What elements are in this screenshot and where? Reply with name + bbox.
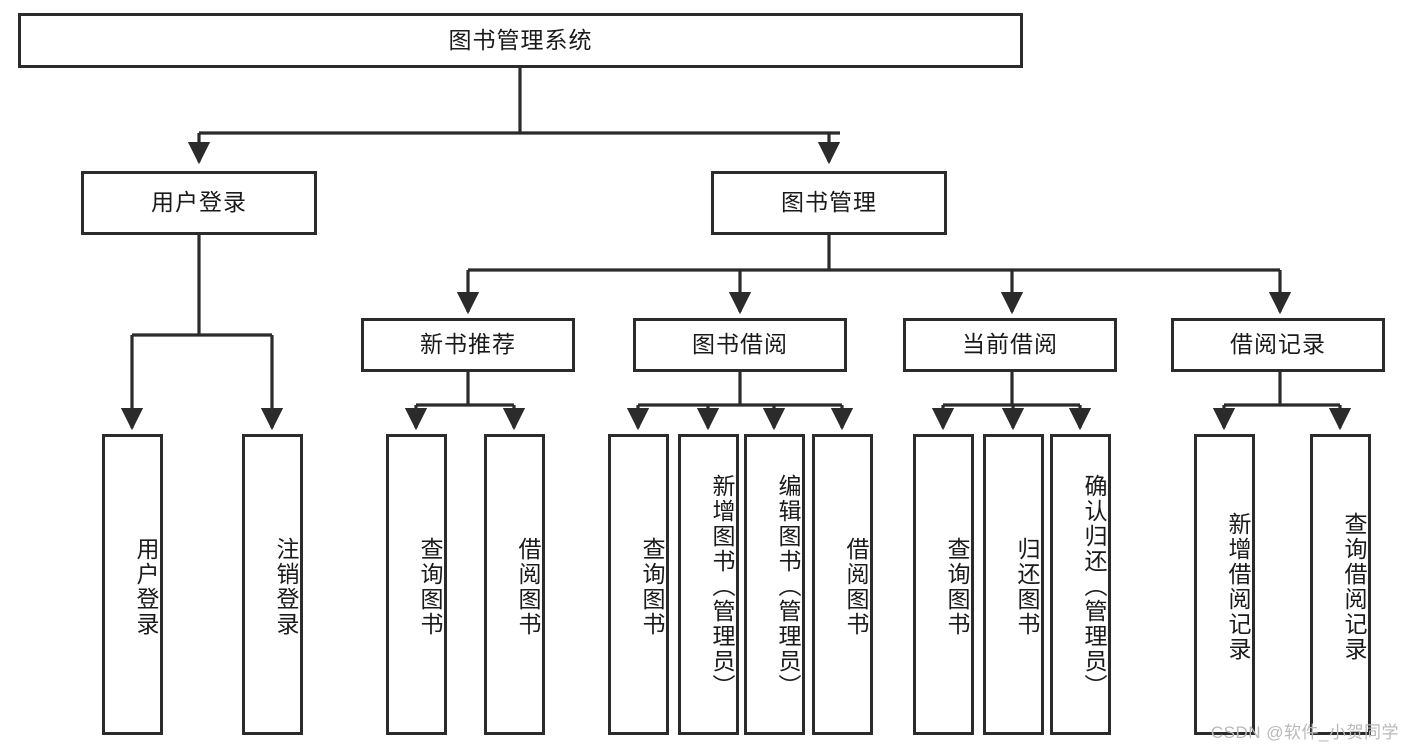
node-borrowing-records[interactable]: 借阅记录 (1171, 318, 1385, 372)
node-label: 新增借阅记录 (1225, 511, 1251, 662)
node-label: 用户登录 (151, 189, 247, 216)
node-leaf-query-borrow-record[interactable]: 查询借阅记录 (1310, 434, 1371, 735)
node-label: 确认归还（管理员） (1081, 474, 1107, 699)
node-label: 借阅图书 (843, 536, 869, 637)
node-label: 图书借阅 (692, 331, 788, 358)
node-label: 查询借阅记录 (1341, 511, 1367, 662)
node-label: 新书推荐 (420, 331, 516, 358)
node-label: 归还图书 (1014, 536, 1040, 637)
node-current-borrowing[interactable]: 当前借阅 (903, 318, 1117, 372)
node-label: 查询图书 (944, 536, 970, 637)
node-root-book-management-system[interactable]: 图书管理系统 (18, 13, 1023, 68)
node-label: 图书管理 (781, 189, 877, 216)
node-user-login[interactable]: 用户登录 (81, 171, 317, 235)
node-label: 查询图书 (639, 536, 665, 637)
node-leaf-query-book-1[interactable]: 查询图书 (386, 434, 447, 735)
node-label: 图书管理系统 (448, 26, 593, 53)
node-new-book-recommendation[interactable]: 新书推荐 (361, 318, 575, 372)
node-label: 查询图书 (417, 536, 443, 637)
node-leaf-query-book-3[interactable]: 查询图书 (913, 434, 974, 735)
node-label: 当前借阅 (962, 331, 1058, 358)
node-label: 新增图书（管理员） (709, 474, 735, 699)
node-leaf-add-book-admin[interactable]: 新增图书（管理员） (678, 434, 739, 735)
node-leaf-borrow-book-1[interactable]: 借阅图书 (484, 434, 545, 735)
node-leaf-confirm-return-admin[interactable]: 确认归还（管理员） (1050, 434, 1111, 735)
node-leaf-add-borrow-record[interactable]: 新增借阅记录 (1194, 434, 1255, 735)
node-book-management[interactable]: 图书管理 (711, 171, 947, 235)
node-leaf-logout-login[interactable]: 注销登录 (242, 434, 303, 735)
node-label: 借阅图书 (515, 536, 541, 637)
node-leaf-user-login[interactable]: 用户登录 (102, 434, 163, 735)
node-label: 编辑图书（管理员） (775, 474, 801, 699)
node-label: 注销登录 (273, 536, 299, 637)
node-leaf-return-book[interactable]: 归还图书 (983, 434, 1044, 735)
node-label: 用户登录 (133, 536, 159, 637)
node-leaf-edit-book-admin[interactable]: 编辑图书（管理员） (744, 434, 805, 735)
node-book-borrowing[interactable]: 图书借阅 (633, 318, 847, 372)
node-leaf-borrow-book-2[interactable]: 借阅图书 (812, 434, 873, 735)
node-label: 借阅记录 (1230, 331, 1326, 358)
node-leaf-query-book-2[interactable]: 查询图书 (608, 434, 669, 735)
watermark-text: CSDN @软件_小贺同学 (1210, 723, 1399, 742)
